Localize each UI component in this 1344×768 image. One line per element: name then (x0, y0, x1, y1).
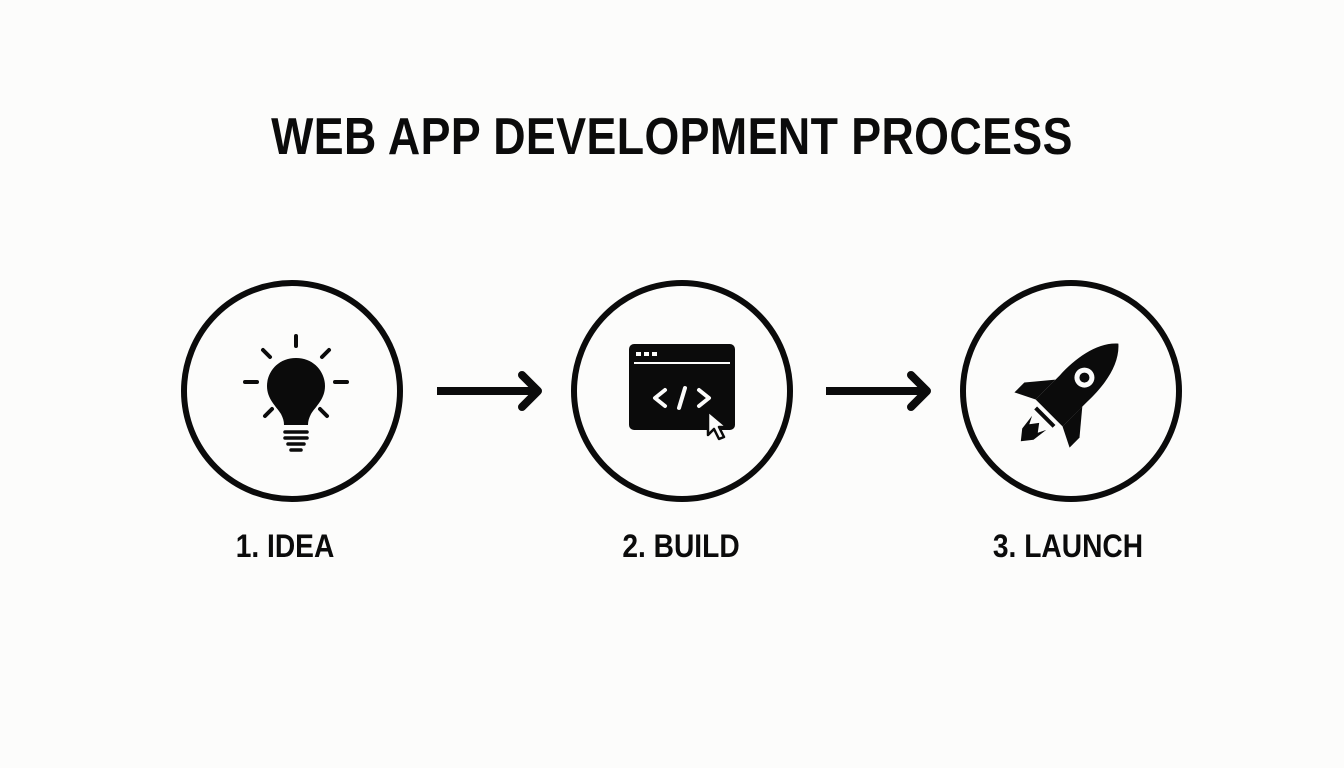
lightbulb-icon (243, 334, 349, 452)
step-idea-circle (181, 280, 403, 502)
diagram-title: WEB APP DEVELOPMENT PROCESS (271, 108, 1073, 166)
step-build-circle (571, 280, 793, 502)
rocket-icon (1014, 343, 1119, 448)
step-label-build: 2. BUILD (622, 528, 740, 564)
code-window-icon (629, 344, 735, 441)
step-label-idea: 1. IDEA (235, 528, 335, 564)
arrow-right-icon (435, 368, 547, 414)
arrow-right-icon (824, 368, 936, 414)
step-launch-circle (960, 280, 1182, 502)
step-label-launch: 3. LAUNCH (992, 528, 1144, 564)
